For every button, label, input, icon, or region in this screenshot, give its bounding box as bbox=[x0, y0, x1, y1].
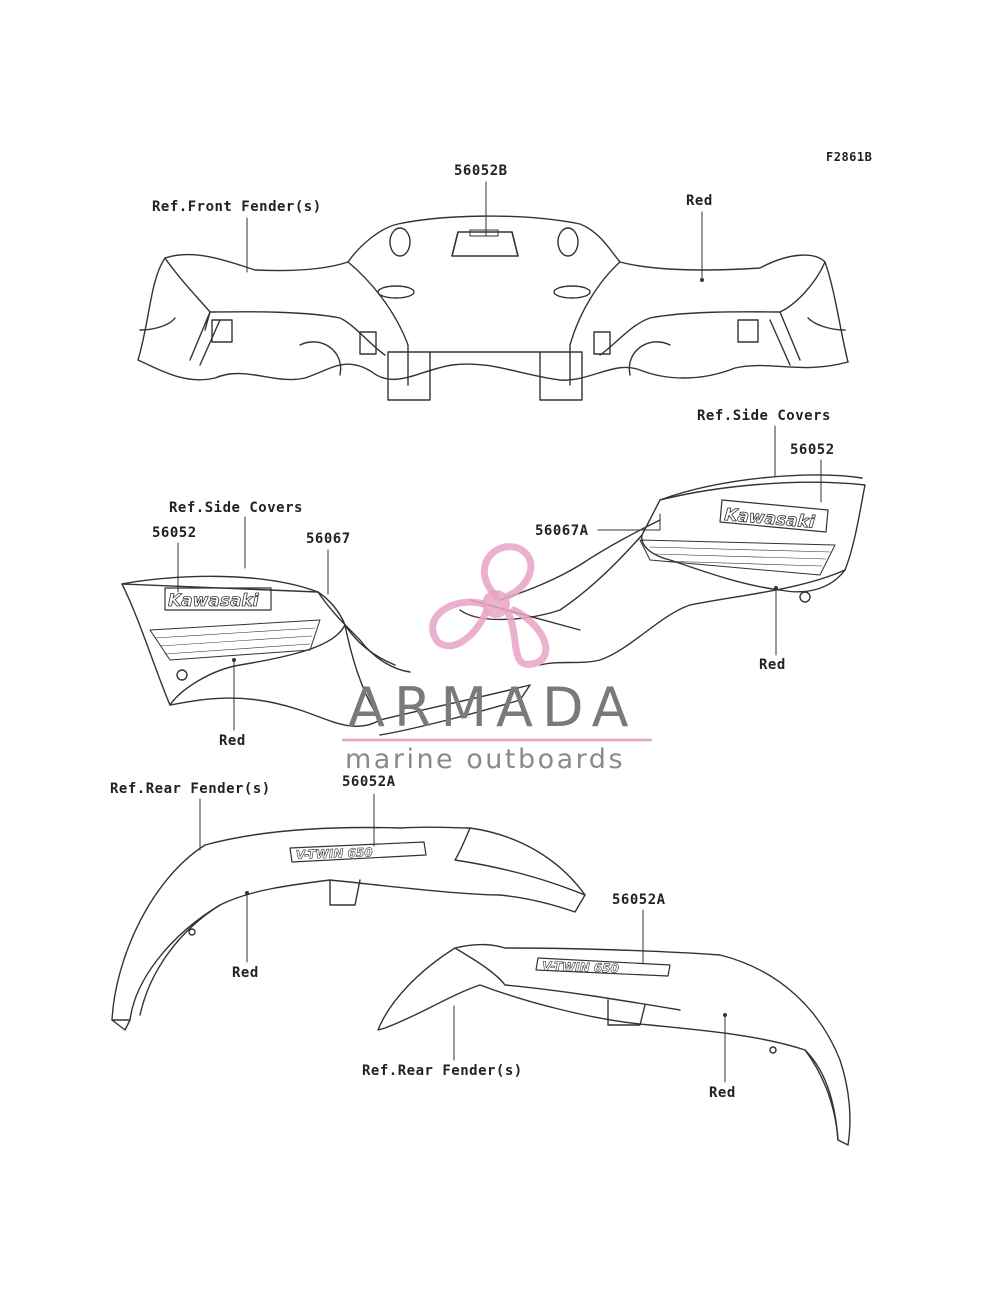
front-fender-center-panel bbox=[387, 351, 583, 401]
front-fender-drawing bbox=[137, 215, 849, 401]
front-fender-right-wing bbox=[599, 261, 826, 356]
callout-left-pad-part: 56067 bbox=[306, 531, 351, 547]
rear-right-vtwin-decal: V-TWIN 650 bbox=[535, 957, 671, 977]
callout-left-side-cover-ref: Ref.Side Covers bbox=[169, 500, 303, 516]
right-side-cover-drawing bbox=[459, 474, 866, 666]
left-headlight-opening bbox=[389, 227, 411, 257]
leader-lines bbox=[177, 181, 822, 1083]
svg-text:Kawasaki: Kawasaki bbox=[168, 591, 260, 611]
callout-rear-left-red: Red bbox=[232, 965, 259, 981]
right-kawasaki-decal: Kawasaki bbox=[719, 499, 829, 533]
left-pad-strip bbox=[317, 591, 411, 673]
callout-rear-right-decal-part: 56052A bbox=[612, 892, 666, 908]
armada-propeller-hub bbox=[482, 590, 510, 618]
left-kawasaki-decal: Kawasaki bbox=[164, 587, 272, 611]
left-grille bbox=[149, 619, 321, 661]
badge-4x4-drawing bbox=[451, 229, 519, 257]
rear-left-vtwin-decal: V-TWIN 650 bbox=[289, 841, 427, 863]
front-fender-outline bbox=[137, 215, 849, 363]
svg-text:V-TWIN 650: V-TWIN 650 bbox=[296, 845, 373, 862]
svg-text:V-TWIN 650: V-TWIN 650 bbox=[542, 959, 619, 976]
callout-front-emblem-part: 56052B bbox=[454, 163, 508, 179]
callout-rear-left-decal-part: 56052A bbox=[342, 774, 396, 790]
callout-right-red: Red bbox=[759, 657, 786, 673]
right-mount-hole bbox=[799, 591, 811, 603]
right-grille bbox=[639, 539, 836, 576]
callout-right-decal-part: 56052 bbox=[790, 442, 835, 458]
callout-front-fender-ref: Ref.Front Fender(s) bbox=[152, 199, 322, 215]
callout-right-side-cover-ref: Ref.Side Covers bbox=[697, 408, 831, 424]
armada-propeller-logo bbox=[429, 543, 550, 668]
watermark-subtitle: marine outboards bbox=[345, 744, 626, 775]
callout-rear-right-red: Red bbox=[709, 1085, 736, 1101]
callout-right-pad-part: 56067A bbox=[535, 523, 589, 539]
left-mount-hole bbox=[176, 669, 188, 681]
rear-right-fender-drawing bbox=[377, 943, 851, 1146]
watermark-title: ARMADA bbox=[348, 676, 638, 739]
figure-code: F2861B bbox=[826, 150, 873, 164]
right-mount-bracket bbox=[737, 319, 759, 343]
left-mount-bracket bbox=[211, 319, 233, 343]
left-side-cover-lower bbox=[344, 624, 531, 736]
front-fender-left-wing bbox=[164, 257, 386, 356]
svg-text:Kawasaki: Kawasaki bbox=[724, 505, 817, 533]
left-side-cover-outline bbox=[121, 575, 346, 706]
callout-rear-right-fender-ref: Ref.Rear Fender(s) bbox=[362, 1063, 523, 1079]
callout-front-red: Red bbox=[686, 193, 713, 209]
rear-left-fender-drawing bbox=[111, 826, 586, 1031]
callout-left-decal-part: 56052 bbox=[152, 525, 197, 541]
leader-dots bbox=[232, 278, 778, 1017]
front-fender-bottom-wave bbox=[137, 359, 849, 381]
callout-rear-left-fender-ref: Ref.Rear Fender(s) bbox=[110, 781, 271, 797]
callout-left-red: Red bbox=[219, 733, 246, 749]
right-headlight-opening bbox=[557, 227, 579, 257]
right-side-cover-outline bbox=[641, 481, 866, 593]
rear-right-fender-outline bbox=[377, 943, 851, 1146]
